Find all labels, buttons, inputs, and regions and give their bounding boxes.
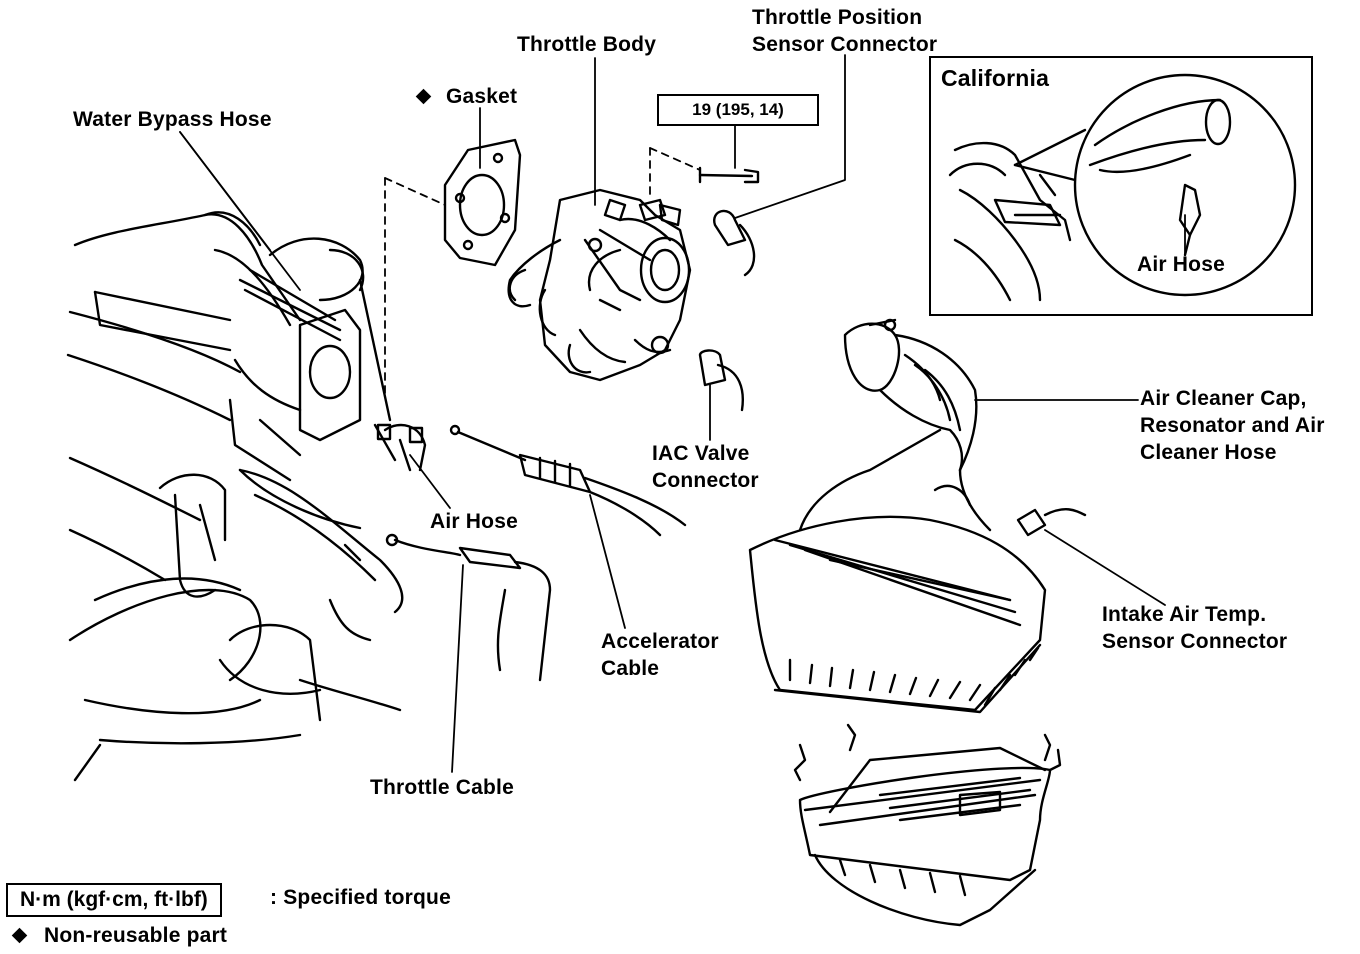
iac-valve-connector-label: IAC Valve Connector [652,442,759,492]
torque-value-box: 19 (195, 14) [657,94,819,126]
gasket-label: Gasket [446,85,518,108]
leader-lines [179,54,1186,773]
air-hose-label: Air Hose [430,510,518,533]
engine-drawing [66,211,552,782]
air-cleaner-drawing [748,318,1087,714]
throttle-body-label: Throttle Body [517,33,657,56]
accelerator-cable-label: Accelerator Cable [601,630,719,680]
non-reusable-legend: Non-reusable part [44,924,228,947]
gasket-drawing [443,138,522,267]
intake-air-temp-sensor-label: Intake Air Temp. Sensor Connector [1102,603,1288,653]
throttle-body-drawing [507,166,760,412]
air-cleaner-cap-label: Air Cleaner Cap, Resonator and Air Clean… [1140,387,1325,464]
throttle-cable-label: Throttle Cable [370,776,514,799]
assembly-dash-lines [384,147,701,396]
accelerator-cable-drawing [449,424,687,537]
torque-unit-box: N·m (kgf·cm, ft·lbf) [6,883,222,917]
throttle-position-sensor-connector-label: Throttle Position Sensor Connector [752,6,938,56]
california-label: California [941,65,1050,91]
torque-legend-desc: : Specified torque [270,886,451,909]
california-inset-frame [929,56,1313,316]
air-filter-drawing [793,723,1062,927]
california-inset-drawing [948,73,1297,302]
air-hose-inset-label: Air Hose [1137,253,1225,276]
water-bypass-hose-label: Water Bypass Hose [73,108,272,131]
